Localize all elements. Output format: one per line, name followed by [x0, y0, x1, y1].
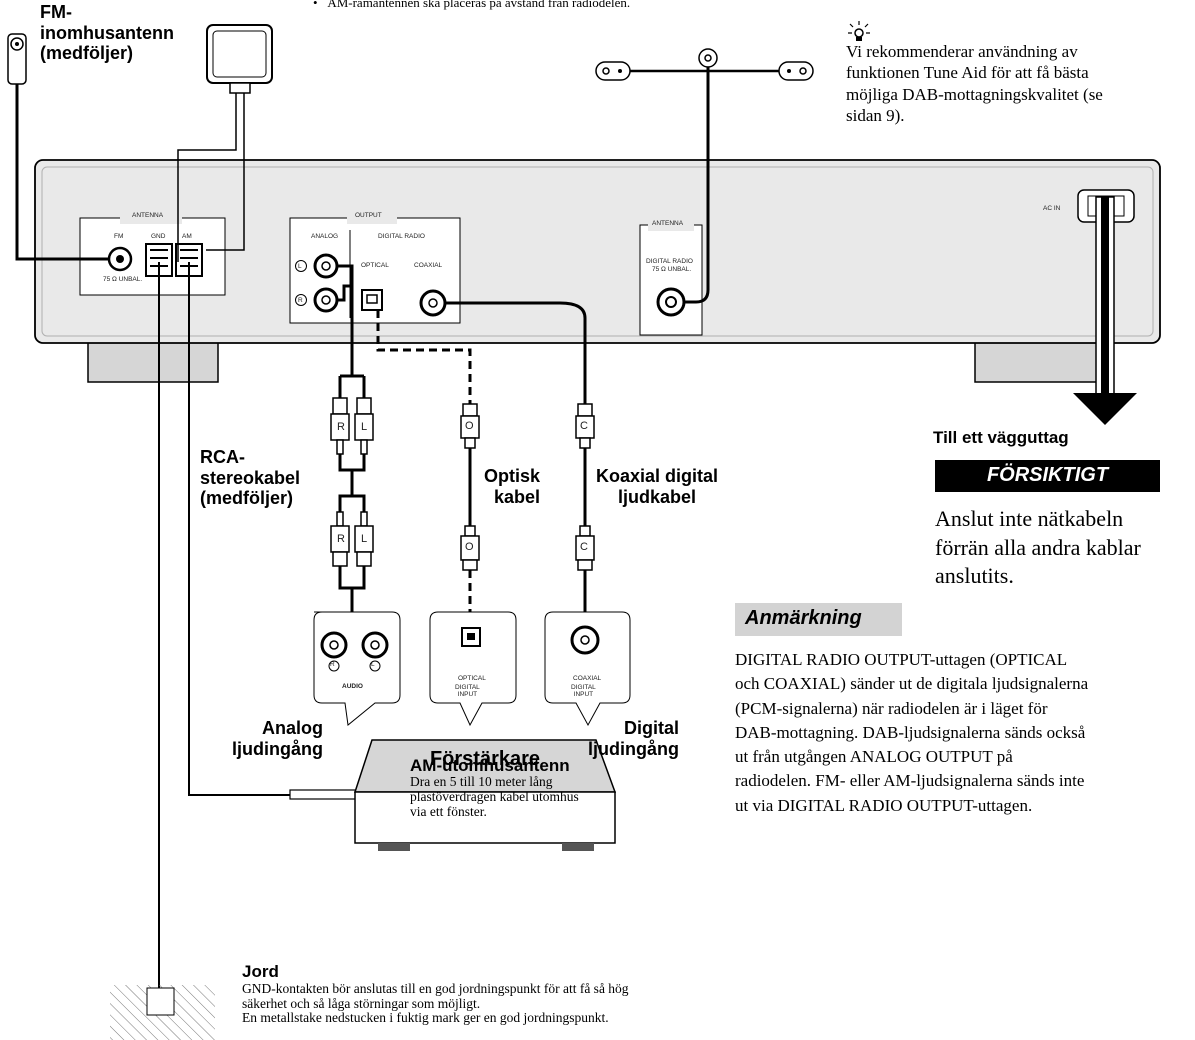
- panel-output-label: OUTPUT: [355, 212, 382, 219]
- tip-icon: [848, 21, 870, 41]
- am-outdoor-title: AM-utomhusantenn: [410, 756, 570, 775]
- amp-coaxial-label: COAXIAL: [573, 675, 602, 682]
- power-cable-arrow: [1073, 196, 1137, 425]
- panel-digital-radio-label: DIGITAL RADIO: [378, 233, 425, 240]
- plug-l-bottom-letter: L: [361, 533, 368, 545]
- tip-text: Vi rekommenderar användning av funktione…: [846, 42, 1103, 125]
- plug-optical-top-letter: O: [465, 420, 474, 432]
- panel-l-marker: L: [298, 263, 302, 270]
- panel-coaxial-label: COAXIAL: [414, 262, 443, 269]
- digital-input-label: Digital ljudingång: [588, 718, 679, 759]
- rca-plug-l-top: [354, 397, 374, 455]
- rca-plug-r-bottom: [330, 511, 350, 567]
- am-loop-antenna: [177, 24, 273, 262]
- amp-optical-label: OPTICAL: [458, 675, 486, 682]
- amp-audio-label: AUDIO: [342, 683, 363, 690]
- amp-r-marker: R: [330, 661, 335, 668]
- amp-coaxial-panel: [544, 611, 631, 727]
- wall-outlet-label: Till ett vägguttag: [933, 428, 1069, 447]
- analog-input-label: Analog ljudingång: [232, 718, 323, 759]
- left-foot: [87, 339, 219, 383]
- panel-ac-in-label: AC IN: [1043, 205, 1061, 212]
- caution-title: FÖRSIKTIGT: [986, 464, 1109, 486]
- antenna-section: [79, 212, 226, 296]
- optical-cable: [376, 310, 480, 630]
- amp-coaxial-digital-input: DIGITAL INPUT: [571, 684, 596, 698]
- fm-indoor-antenna: [7, 33, 108, 261]
- optical-cable-label: Optisk kabel: [484, 466, 541, 507]
- panel-analog-label: ANALOG: [311, 233, 339, 240]
- panel-optical-label: OPTICAL: [361, 262, 389, 269]
- plug-coaxial-bottom-letter: C: [580, 541, 588, 553]
- plug-optical-bottom-letter: O: [465, 541, 474, 553]
- panel-dab-digital-radio: DIGITAL RADIO: [646, 258, 693, 265]
- right-foot: [974, 339, 1106, 383]
- amp-optical-digital-input: DIGITAL INPUT: [455, 684, 480, 698]
- dab-dipole-antenna: [595, 48, 814, 304]
- fm-indoor-antenna-label: FM- inomhusantenn (medföljer): [40, 2, 174, 64]
- note-text: DIGITAL RADIO OUTPUT-uttagen (OPTICAL oc…: [735, 650, 1089, 815]
- panel-am-label: AM: [182, 233, 192, 240]
- coaxial-cable-label: Koaxial digital ljudkabel: [596, 466, 719, 507]
- plug-l-top-letter: L: [361, 421, 368, 433]
- plug-r-top-letter: R: [337, 421, 345, 433]
- note-title: Anmärkning: [745, 607, 862, 629]
- output-section: [289, 212, 461, 324]
- amplifier: [353, 739, 617, 851]
- panel-dab-impedance: 75 Ω UNBAL.: [652, 266, 692, 273]
- dab-antenna-section: [639, 219, 703, 336]
- amp-audio-panel: [313, 611, 401, 726]
- am-outdoor-text: Dra en 5 till 10 meter lång plastöverdra…: [410, 774, 579, 819]
- caution-banner: FÖRSIKTIGT: [935, 460, 1160, 492]
- panel-antenna-label: ANTENNA: [132, 212, 164, 219]
- rca-plug-l-bottom: [354, 511, 374, 567]
- panel-gnd-label: GND: [151, 233, 166, 240]
- coaxial-cable: [445, 301, 595, 625]
- top-note: • AM-ramantennen ska placeras på avstånd…: [313, 0, 631, 10]
- panel-fm-label: FM: [114, 233, 124, 240]
- plug-r-bottom-letter: R: [337, 533, 345, 545]
- note-banner: Anmärkning: [735, 603, 902, 636]
- plug-coaxial-top-letter: C: [580, 420, 588, 432]
- ground-title: Jord: [242, 962, 279, 981]
- ground-earth: [110, 985, 215, 1040]
- amplifier-label: Förstärkare: [429, 748, 541, 770]
- panel-dab-antenna-label: ANTENNA: [652, 220, 684, 227]
- rca-plug-r-top: [330, 397, 350, 455]
- rca-stereo-cable: [328, 264, 374, 640]
- panel-r-marker: R: [298, 297, 303, 304]
- caution-text: Anslut inte nätkabeln förrän alla andra …: [935, 506, 1141, 589]
- panel-fm-impedance: 75 Ω UNBAL.: [103, 276, 143, 283]
- amp-optical-panel: [429, 611, 517, 727]
- rca-cable-label: RCA- stereokabel (medföljer): [200, 447, 301, 509]
- amp-l-marker: L: [371, 661, 375, 668]
- am-outdoor-wire: [188, 262, 290, 796]
- ground-text: GND-kontakten bör anslutas till en god j…: [242, 981, 629, 1026]
